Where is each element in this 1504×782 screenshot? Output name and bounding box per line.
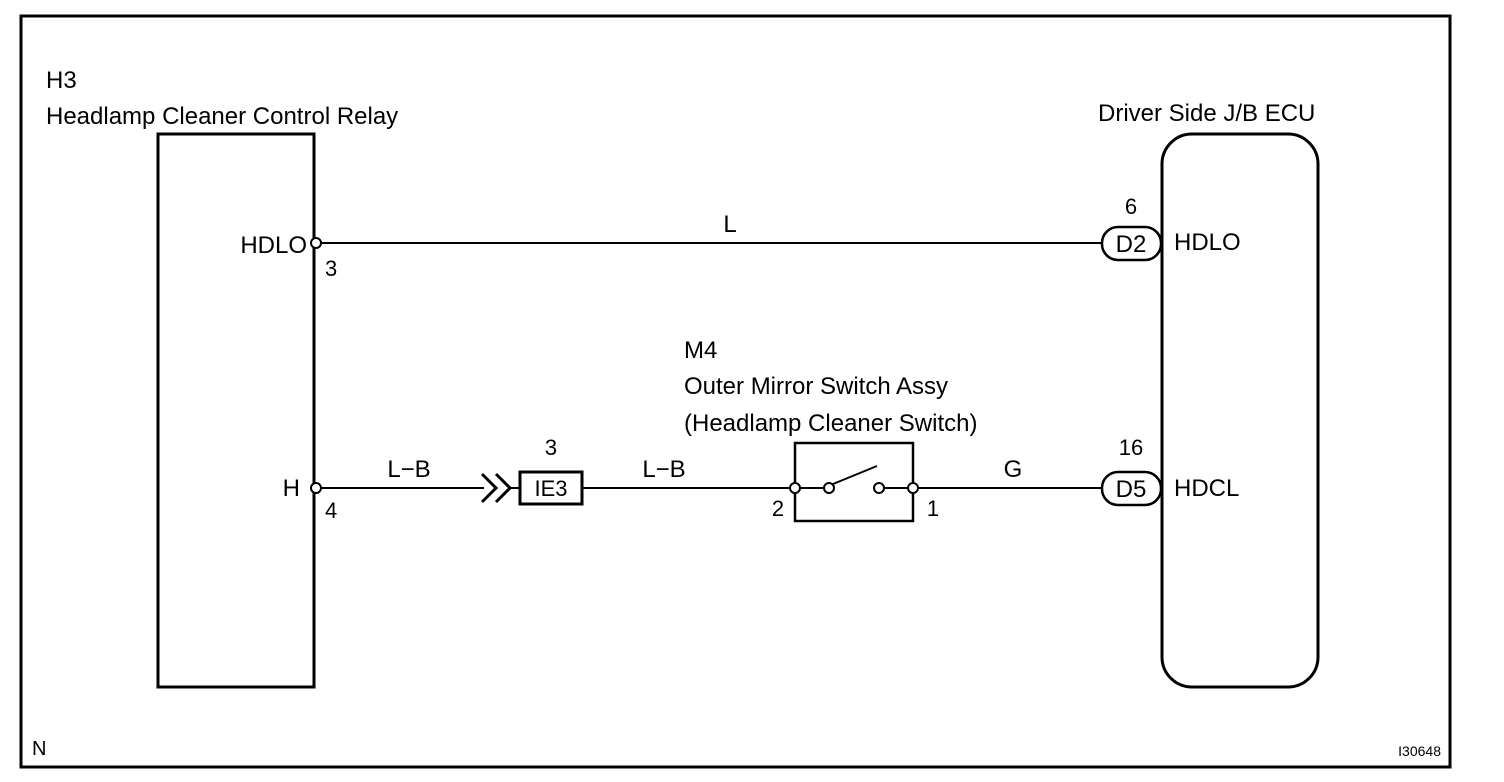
switch-pin-1-number: 1 <box>927 496 939 521</box>
wire-h-color-2: L−B <box>642 456 685 483</box>
connector-d2-label: D2 <box>1116 231 1147 258</box>
switch-terminal-2 <box>789 482 801 494</box>
figure-id: I30648 <box>1398 743 1441 759</box>
switch-blade-icon <box>832 465 878 485</box>
connector-d5-label: D5 <box>1116 476 1147 503</box>
ecu-pin-hdlo-label: HDLO <box>1174 229 1241 256</box>
corner-letter: N <box>32 738 46 760</box>
switch-box <box>793 441 915 523</box>
switch-pin-2-number: 2 <box>772 496 784 521</box>
connector-chevron-icon <box>480 472 499 504</box>
switch-terminal-1 <box>907 482 919 494</box>
switch-name: Outer Mirror Switch Assy <box>684 373 948 400</box>
ecu-pin-16-number: 16 <box>1119 435 1143 460</box>
relay-name: Headlamp Cleaner Control Relay <box>46 103 398 130</box>
ecu-name: Driver Side J/B ECU <box>1098 100 1315 127</box>
junction-ie3-label: IE3 <box>534 476 567 501</box>
diagram-frame <box>19 14 1452 769</box>
switch-code: M4 <box>684 337 717 364</box>
wire-h-color-1: L−B <box>387 456 430 483</box>
junction-pin-number: 3 <box>545 435 557 460</box>
relay-code: H3 <box>46 67 77 94</box>
relay-terminal-4 <box>310 482 322 494</box>
switch-contact-icon <box>873 482 885 494</box>
wire-hdlo-color: L <box>723 211 736 238</box>
relay-terminal-3 <box>310 237 322 249</box>
ecu-pin-hdcl-label: HDCL <box>1174 475 1239 502</box>
ecu-pin-6-number: 6 <box>1125 194 1137 219</box>
wire-hdcl-color: G <box>1004 456 1023 483</box>
relay-pin-3-number: 3 <box>325 256 337 281</box>
ecu-box <box>1160 132 1320 689</box>
switch-contact-icon <box>823 482 835 494</box>
relay-pin-h-label: H <box>283 475 300 502</box>
switch-subname: (Headlamp Cleaner Switch) <box>684 410 977 437</box>
relay-pin-hdlo-label: HDLO <box>240 232 307 259</box>
relay-box <box>156 132 316 689</box>
relay-pin-4-number: 4 <box>325 498 337 523</box>
